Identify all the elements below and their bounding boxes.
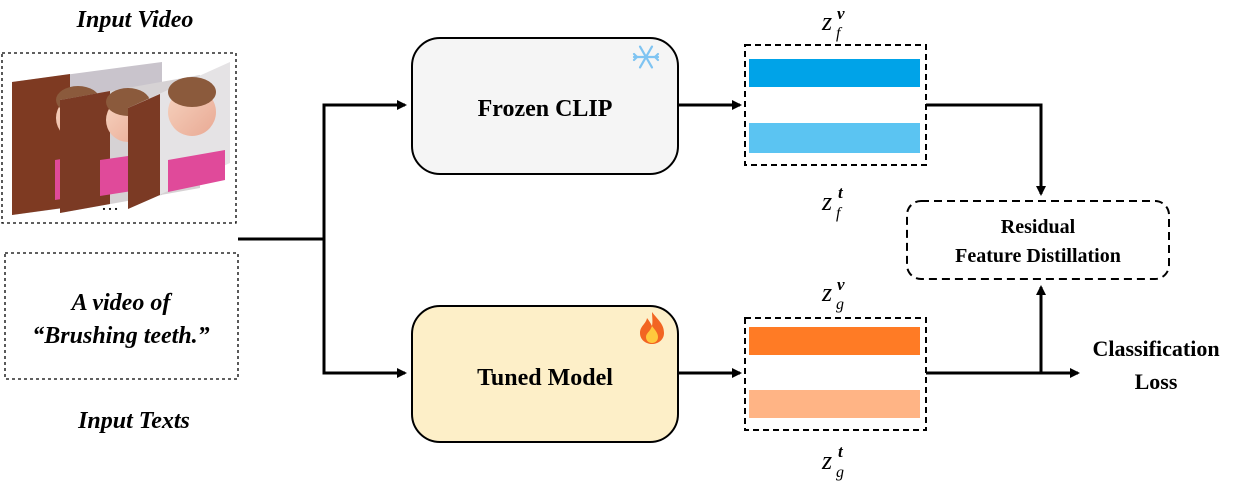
svg-text:t: t: [838, 442, 844, 461]
label-z-f-t: z f t: [821, 183, 844, 222]
svg-text:f: f: [836, 25, 843, 42]
input-text-line-2: “Brushing teeth.”: [32, 323, 209, 349]
input-texts-title: Input Texts: [77, 408, 190, 434]
tuned-text-feature-bar: [749, 390, 920, 418]
svg-text:z: z: [821, 187, 832, 216]
svg-text:t: t: [838, 183, 844, 202]
tuned-model-label: Tuned Model: [477, 365, 613, 391]
svg-text:g: g: [836, 296, 844, 313]
label-z-g-t: z g t: [821, 442, 844, 481]
svg-text:z: z: [821, 7, 832, 36]
model-to-feature-arrows: [678, 100, 742, 378]
snowflake-icon: [632, 45, 660, 69]
label-z-f-v: z f v: [821, 4, 845, 42]
svg-text:z: z: [821, 446, 832, 475]
video-frames: …: [12, 62, 230, 215]
fire-icon: [640, 312, 664, 344]
tuned-visual-feature-bar: [749, 327, 920, 355]
input-connectors: [238, 100, 407, 378]
video-frame-front: [128, 62, 230, 209]
output-connectors: [926, 103, 1080, 378]
frozen-visual-feature-bar: [749, 59, 920, 87]
distillation-box: [906, 200, 1170, 280]
input-video-frame: [1, 52, 237, 224]
input-text-line-1: A video of: [70, 290, 173, 316]
svg-text:z: z: [821, 278, 832, 307]
frozen-clip-label: Frozen CLIP: [478, 96, 613, 122]
svg-text:v: v: [837, 4, 845, 23]
svg-text:f: f: [836, 205, 843, 222]
distillation-line-1: Residual: [1001, 216, 1076, 238]
video-ellipsis: …: [101, 194, 119, 214]
svg-text:g: g: [836, 464, 844, 481]
frozen-text-feature-bar: [749, 123, 920, 153]
classification-line-2: Loss: [1135, 369, 1178, 394]
label-z-g-v: z g v: [821, 275, 845, 313]
classification-line-1: Classification: [1092, 336, 1219, 361]
distillation-line-2: Feature Distillation: [955, 245, 1121, 267]
input-video-title: Input Video: [76, 7, 194, 33]
input-text-frame: [4, 252, 239, 380]
svg-text:v: v: [837, 275, 845, 294]
